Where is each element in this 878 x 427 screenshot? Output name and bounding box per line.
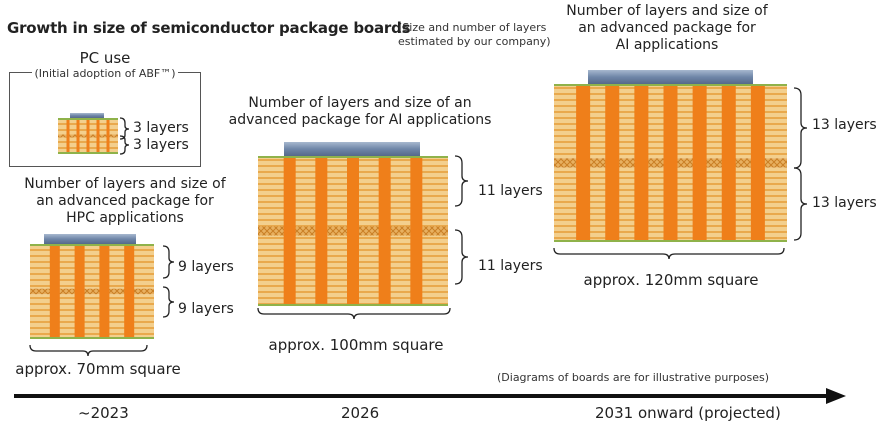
ai2031-layers-bottom: 13 layers [812,195,877,211]
ai2026-via [315,156,328,306]
hpc-label: Number of layers and size of an advanced… [24,176,226,226]
pc-top-edge [58,118,118,120]
pc-layers-bottom: 3 layers [133,137,189,153]
pc-via [76,118,80,154]
hpc-via [124,244,135,339]
ai2026-top-edge [258,156,448,158]
pc-brace-top [119,117,130,140]
hpc-size-brace [29,344,148,357]
pc-via [86,118,90,154]
ai2026-via [378,156,391,306]
pc-via [66,118,70,154]
pc-use-sub-wrap: (Initial adoption of ABF™) [9,65,201,82]
hpc-upper-layers [30,244,154,289]
pc-bottom-edge [58,152,118,154]
ai2026-board [258,142,448,306]
timeline-year-2031: 2031 onward (projected) [595,404,781,422]
ai2026-size: approx. 100mm square [268,336,444,354]
pc-layers-top: 3 layers [133,120,189,136]
hpc-layers-top: 9 layers [178,259,234,275]
ai2031-via [721,84,736,242]
pc-board [58,113,118,154]
ai2026-brace-bottom [454,229,469,285]
estimate-note: (Size and number of layers estimated by … [398,21,551,49]
hpc-bottom-edge [30,337,154,339]
ai2031-via [576,84,591,242]
pc-via [96,118,100,154]
ai2031-via [634,84,649,242]
ai2026-brace-top [454,155,469,207]
ai2031-via [605,84,620,242]
ai2026-layers-top: 11 layers [478,183,543,199]
ai2026-via [347,156,359,306]
hpc-core [30,288,154,295]
ai2031-board [554,70,787,242]
timeline-arrow [14,388,846,404]
hpc-top-edge [30,244,154,246]
ai2031-top-edge [554,84,787,86]
ai2031-size-brace [553,247,785,260]
timeline-year-2023: ~2023 [78,404,129,422]
page-title: Growth in size of semiconductor package … [7,19,411,37]
hpc-layers-bottom: 9 layers [178,301,234,317]
layer-braces [29,87,808,357]
hpc-board [30,234,154,339]
ai2026-chip [284,142,420,156]
ai2031-size: approx. 120mm square [583,271,759,289]
timeline-arrowhead [826,388,846,404]
pc-brace-bottom [119,135,130,155]
hpc-lower-layers [30,294,154,339]
hpc-size: approx. 70mm square [15,360,181,378]
pc-via [106,118,110,154]
hpc-via [74,244,85,339]
hpc-brace-top [162,245,175,279]
ai2026-bottom-edge [258,304,448,306]
pc-use-sublabel: (Initial adoption of ABF™) [32,67,178,80]
ai2026-layers-bottom: 11 layers [478,258,543,274]
ai2026-label: Number of layers and size of an advanced… [228,95,492,128]
ai2026-via [410,156,423,306]
pc-use-label: PC use [79,49,131,67]
hpc-via [99,244,110,339]
ai2031-bottom-edge [554,240,787,242]
ai2031-via [750,84,765,242]
illustrative-note: (Diagrams of boards are for illustrative… [497,371,770,384]
pc-chip [70,113,104,118]
ai2026-size-brace [257,307,451,320]
hpc-via [49,244,60,339]
hpc-brace-bottom [162,286,175,318]
ai2031-chip [588,70,753,84]
timeline-year-2026: 2026 [341,404,380,422]
ai2031-via [663,84,678,242]
ai2031-label: Number of layers and size of an advanced… [566,3,768,53]
estimate-note-text: (Size and number of layers estimated by … [398,21,551,48]
ai2031-brace-top [793,87,808,169]
hpc-chip [44,234,136,244]
ai2026-via [283,156,296,306]
ai2031-layers-top: 13 layers [812,117,877,133]
ai2031-brace-bottom [793,167,808,241]
ai2031-via [692,84,707,242]
